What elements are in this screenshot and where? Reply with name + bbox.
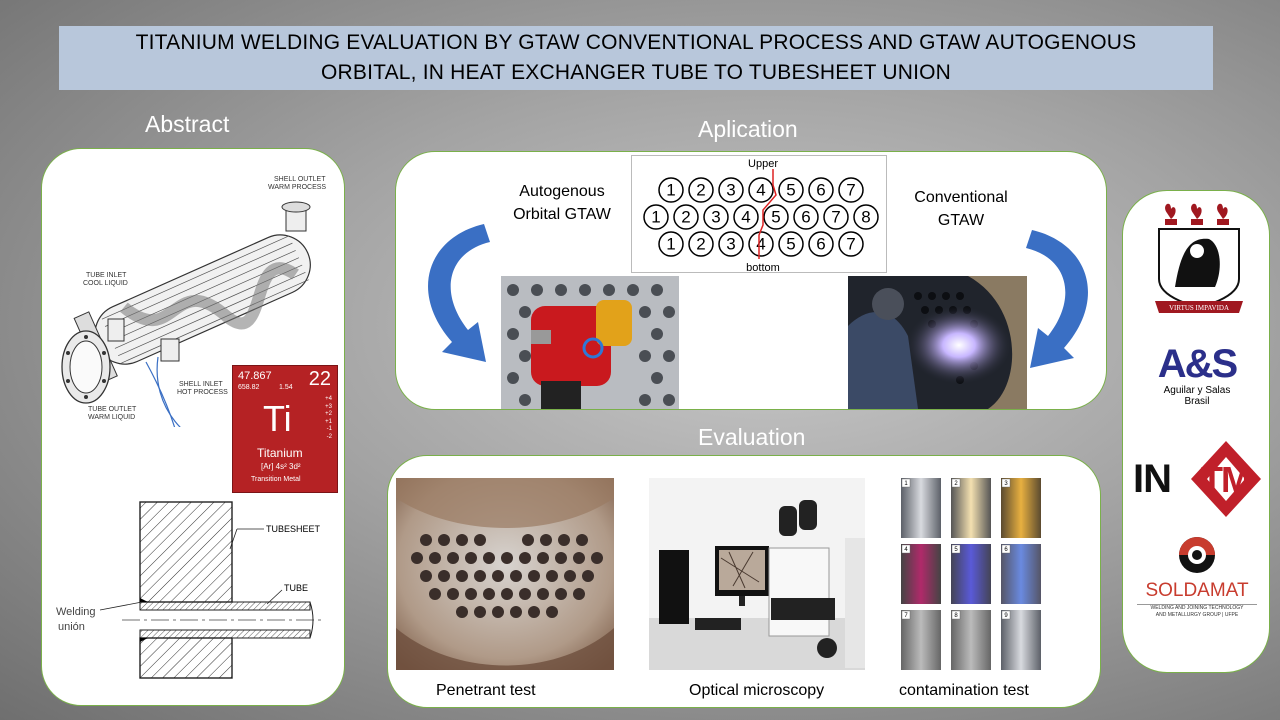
caption-penetrant: Penetrant test [436,682,536,699]
svg-text:6: 6 [801,208,810,227]
diagram-upper-label: Upper [748,158,778,170]
right-curved-arrow [1026,230,1088,368]
label-shell-inlet-2: HOT PROCESS [177,389,228,396]
ufpe-crest-logo: VIRTUS IMPAVIDA [1155,203,1243,313]
svg-text:4: 4 [756,181,765,200]
label-shell-inlet-1: SHELL INLET [179,381,223,388]
svg-text:4: 4 [741,208,750,227]
label-welding-2: unión [58,621,85,633]
label-welding-1: Welding [56,606,96,618]
left-curved-arrow [428,224,490,362]
label-tube-outlet-2: WARM LIQUID [88,414,135,421]
svg-text:6: 6 [816,181,825,200]
heat-exchanger-diagram: SHELL OUTLET WARM PROCESS TUBE INLET COO… [61,176,326,427]
title-line-1: TITANIUM WELDING EVALUATION BY GTAW CONV… [135,31,1137,54]
caption-microscopy: Optical microscopy [689,682,825,699]
svg-text:6: 6 [816,235,825,254]
soldamat-logo: SOLDAMAT WELDING AND JOINING TECHNOLOGY … [1133,535,1261,619]
element-name: Titanium [257,446,303,460]
aguilar-salas-logo: A&S Aguilar y Salas Brasil [1151,343,1243,407]
application-heading: Aplication [698,116,798,142]
svg-text:7: 7 [846,235,855,254]
penetrant-test-photo [396,478,614,670]
soldamat-name: SOLDAMAT [1145,580,1249,601]
label-shell-outlet-2: WARM PROCESS [268,184,326,191]
svg-text:4: 4 [756,235,765,254]
svg-text:2: 2 [696,235,705,254]
label-tube-outlet-1: TUBE OUTLET [88,406,137,413]
tube-row-2: 1 2 3 4 5 6 7 8 [643,204,879,230]
soldamat-sub-2: AND METALLURGY GROUP | UFPE [1155,612,1239,618]
intm-logo: IN TM [1131,441,1263,517]
grid-num-2: 2 [954,481,958,487]
element-sub2: 1.54 [279,384,293,391]
svg-text:5: 5 [786,235,795,254]
as-name-2: Brasil [1184,396,1210,407]
caption-contamination: contamination test [899,682,1029,699]
svg-text:2: 2 [696,181,705,200]
label-tube-inlet-1: TUBE INLET [86,272,127,279]
element-sub1: 658.82 [238,384,260,391]
conventional-welding-photo [848,276,1027,409]
intm-in: IN [1133,457,1172,501]
as-mark: A&S [1157,342,1238,386]
grid-num-5: 5 [954,547,958,553]
application-panel: Autogenous Conventional Orbital GTAW Con… [395,151,1107,410]
label-tube-inlet-2: COOL LIQUID [83,280,128,287]
label-tubesheet: TUBESHEET [266,524,321,534]
conventional-label: Conventional GTAW [914,189,1008,229]
orbital-welder-photo [501,276,679,409]
label-shell-outlet-1: SHELL OUTLET [274,176,326,183]
grid-num-6: 6 [1004,547,1008,553]
label-tube: TUBE [284,583,308,593]
tube-layout-diagram: Upper bottom 1 2 3 4 5 6 7 1 2 3 4 5 6 7… [631,155,887,273]
element-symbol: Ti [263,398,292,439]
svg-text:3: 3 [726,235,735,254]
tube-row-3: 1 2 3 4 5 6 7 [658,231,864,257]
grid-num-7: 7 [904,613,908,619]
evaluation-heading: Evaluation [698,424,806,450]
element-oxidation: +4 +3 +2 +1 -1 -2 [325,396,332,440]
autogenous-label: Autogenous Conventional Orbital GTAW [513,183,611,223]
svg-text:5: 5 [786,181,795,200]
title-banner: TITANIUM WELDING EVALUATION BY GTAW CONV… [59,26,1213,90]
contamination-test-grid: 1 2 3 4 5 6 7 8 9 [901,478,1043,670]
svg-text:7: 7 [846,181,855,200]
svg-text:8: 8 [861,208,870,227]
svg-text:5: 5 [771,208,780,227]
svg-text:7: 7 [831,208,840,227]
grid-num-1: 1 [904,481,908,487]
grid-num-9: 9 [1004,613,1008,619]
intm-tm: TM [1201,459,1251,500]
soldamat-sub-1: WELDING AND JOINING TECHNOLOGY [1137,604,1257,612]
element-config: [Ar] 4s² 3d² [261,462,301,471]
virtus-impavida-text: VIRTUS IMPAVIDA [1169,304,1229,312]
svg-text:3: 3 [711,208,720,227]
element-number: 22 [308,368,331,390]
evaluation-panel: Penetrant test Optical microscopy [387,455,1101,708]
as-name-1: Aguilar y Salas [1163,385,1231,396]
grid-num-3: 3 [1004,481,1008,487]
grid-num-4: 4 [904,547,908,553]
optical-microscopy-photo [649,478,865,670]
abstract-panel: SHELL OUTLET WARM PROCESS TUBE INLET COO… [41,148,345,706]
titanium-element-tile: 47.867 22 658.82 1.54 +4 +3 +2 +1 -1 -2 … [232,365,338,493]
title-line-2: ORBITAL, IN HEAT EXCHANGER TUBE TO TUBES… [320,61,952,84]
abstract-heading: Abstract [145,111,230,137]
grid-num-8: 8 [954,613,958,619]
tube-row-1: 1 2 3 4 5 6 7 [658,177,864,203]
logos-panel: VIRTUS IMPAVIDA A&S Aguilar y Salas Bras… [1122,190,1270,673]
svg-text:3: 3 [726,181,735,200]
diagram-bottom-label: bottom [746,262,780,273]
element-mass: 47.867 [238,370,272,382]
svg-text:1: 1 [666,235,675,254]
svg-text:1: 1 [651,208,660,227]
svg-text:2: 2 [681,208,690,227]
svg-text:1: 1 [666,181,675,200]
joint-cross-section: TUBESHEET TUBE Welding unión [56,501,322,679]
element-category: Transition Metal [251,476,301,483]
soldamat-emblem-icon [1179,537,1215,573]
